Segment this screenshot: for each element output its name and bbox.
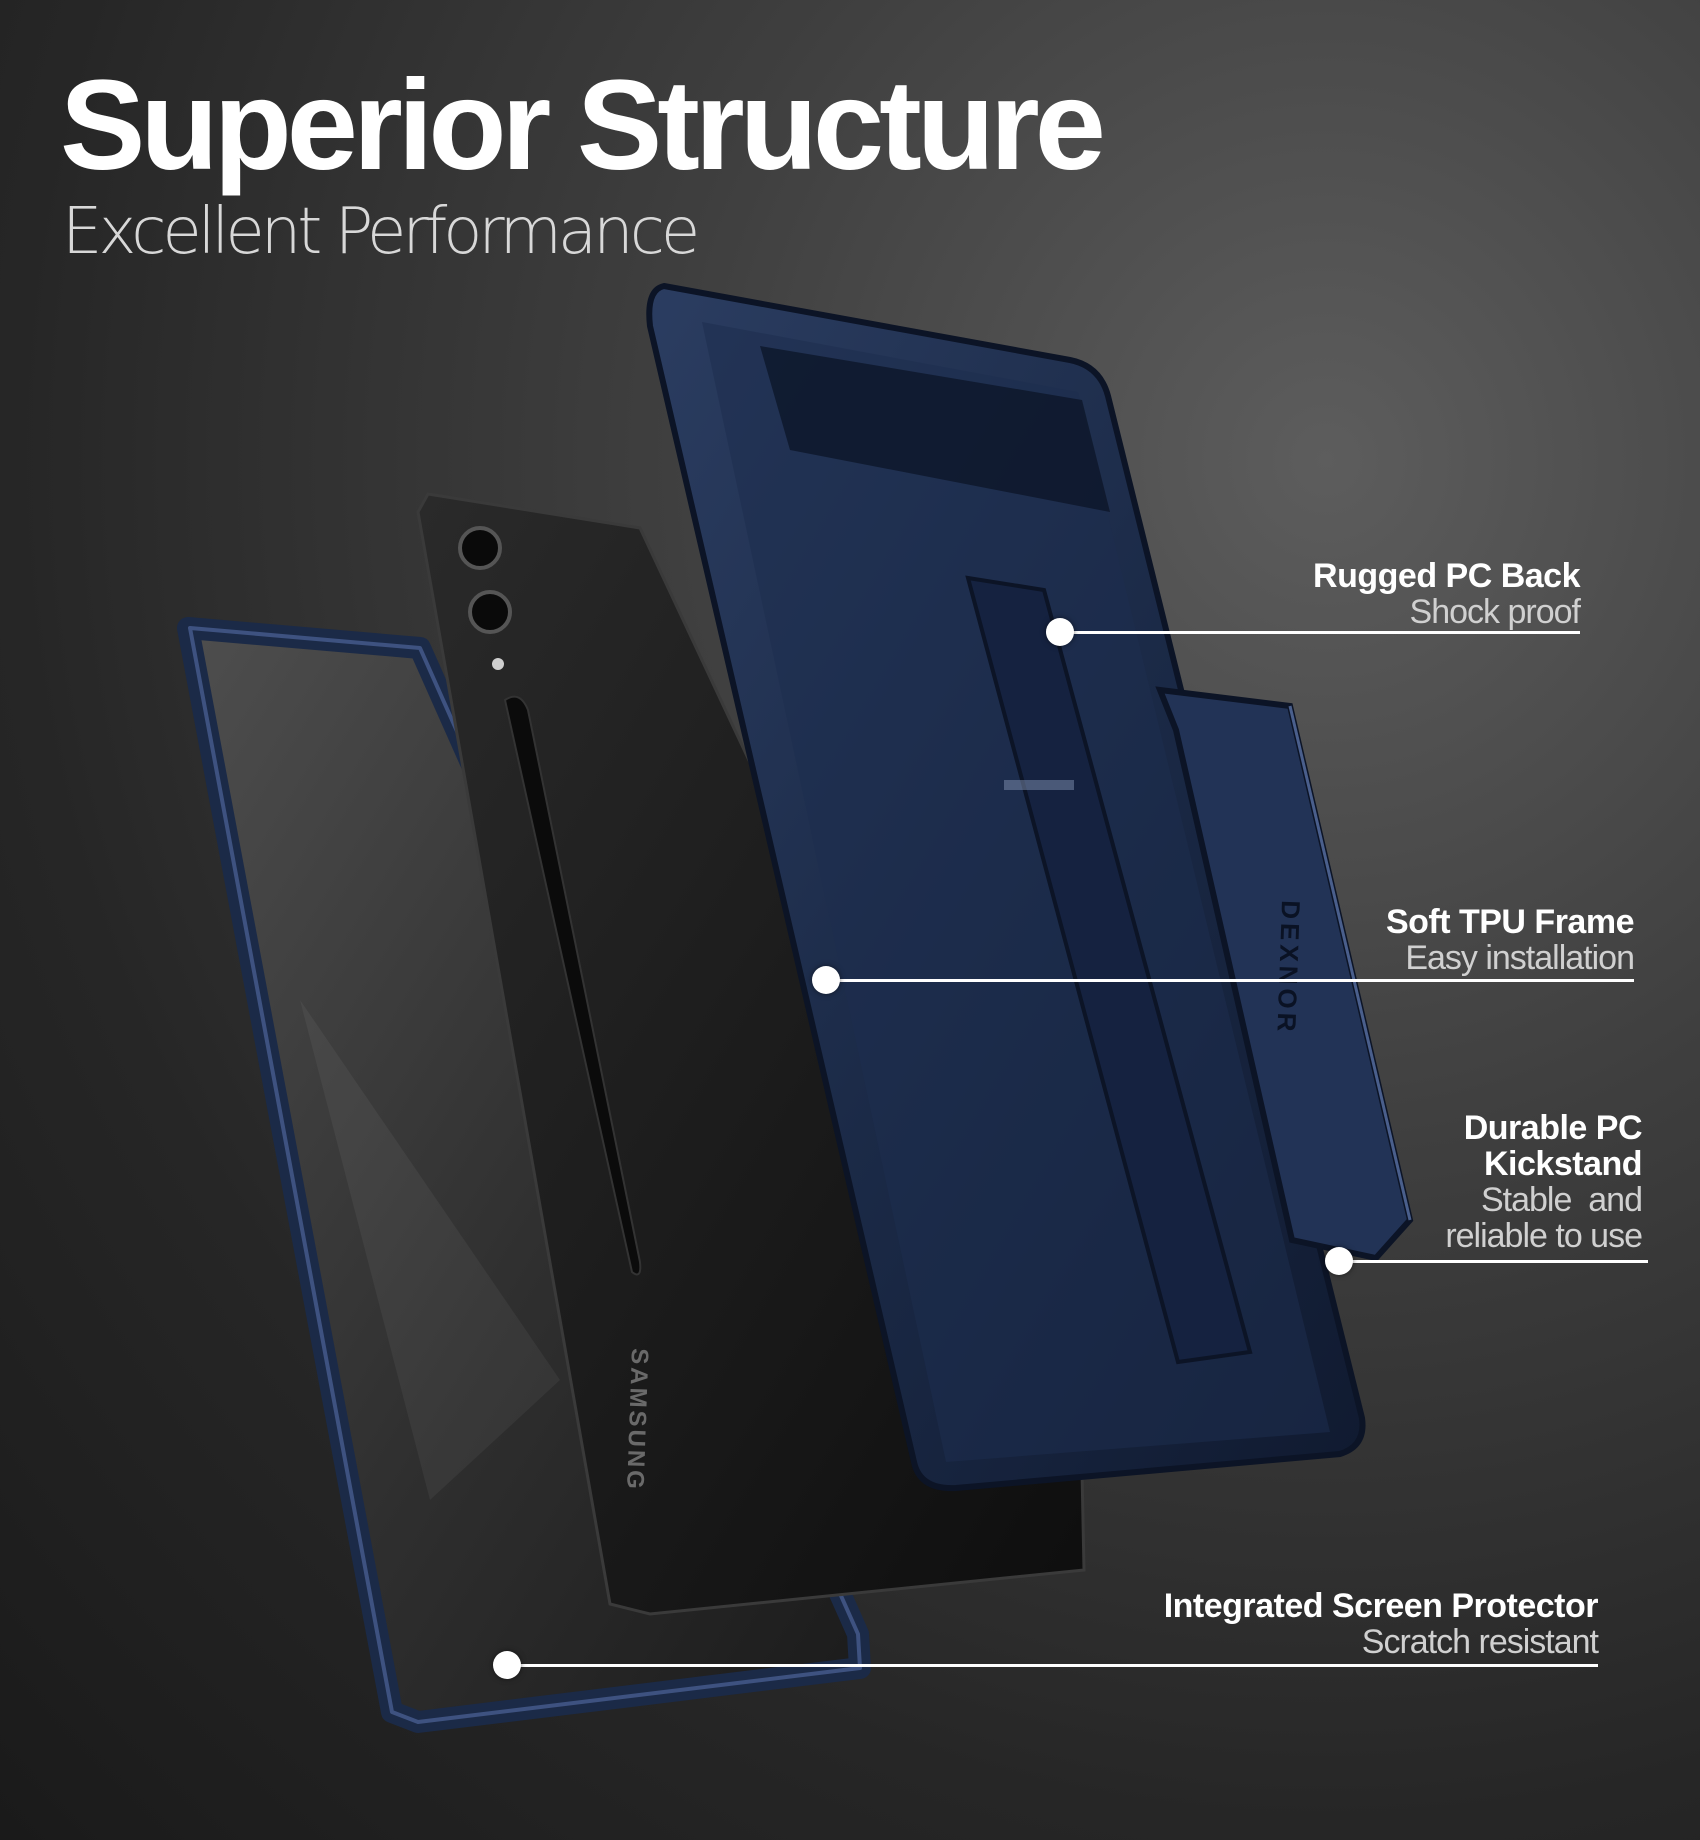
callout-soft-tpu-frame: Soft TPU Frame Easy installation (1385, 903, 1635, 977)
page-subtitle: Excellent Performance (62, 195, 700, 269)
callout-subtitle-line-1: Stable and (1480, 1181, 1643, 1219)
camera-lens-icon (468, 590, 512, 634)
callout-leader-line (1060, 631, 1580, 634)
callout-leader-line (506, 1664, 1598, 1667)
callout-rugged-pc-back: Rugged PC Back Shock proof (1313, 557, 1581, 631)
callout-integrated-screen-protector: Integrated Screen Protector Scratch resi… (1163, 1587, 1599, 1661)
callout-marker-dot (1325, 1247, 1353, 1275)
callout-marker-dot (1046, 618, 1074, 646)
callout-durable-pc-kickstand: Durable PC Kickstand Stable and reliable… (1445, 1109, 1643, 1255)
callout-leader-line (826, 979, 1634, 982)
callout-title: Integrated Screen Protector (1163, 1587, 1599, 1625)
rugged-case-back (646, 282, 1366, 1492)
callout-title: Rugged PC Back (1313, 557, 1580, 595)
callout-leader-line (1340, 1260, 1648, 1263)
callout-title: Soft TPU Frame (1385, 903, 1635, 941)
callout-marker-dot (493, 1651, 521, 1679)
callout-subtitle-line-2: reliable to use (1445, 1217, 1643, 1255)
callout-subtitle: Easy installation (1405, 939, 1635, 977)
page-title: Superior Structure (60, 54, 1106, 197)
kickstand: DEXNOR (1155, 686, 1414, 1262)
callout-marker-dot (812, 966, 840, 994)
callout-subtitle: Scratch resistant (1361, 1623, 1599, 1661)
callout-title-line-2: Kickstand (1484, 1145, 1642, 1183)
tablet-brand-text: SAMSUNG (621, 1348, 653, 1493)
callout-subtitle: Shock proof (1409, 593, 1581, 631)
camera-lens-icon (458, 526, 502, 570)
callout-title-line-1: Durable PC (1463, 1109, 1643, 1147)
header: Superior Structure Excellent Performance (60, 54, 1106, 269)
case-brand-text: DEXNOR (1271, 900, 1306, 1036)
